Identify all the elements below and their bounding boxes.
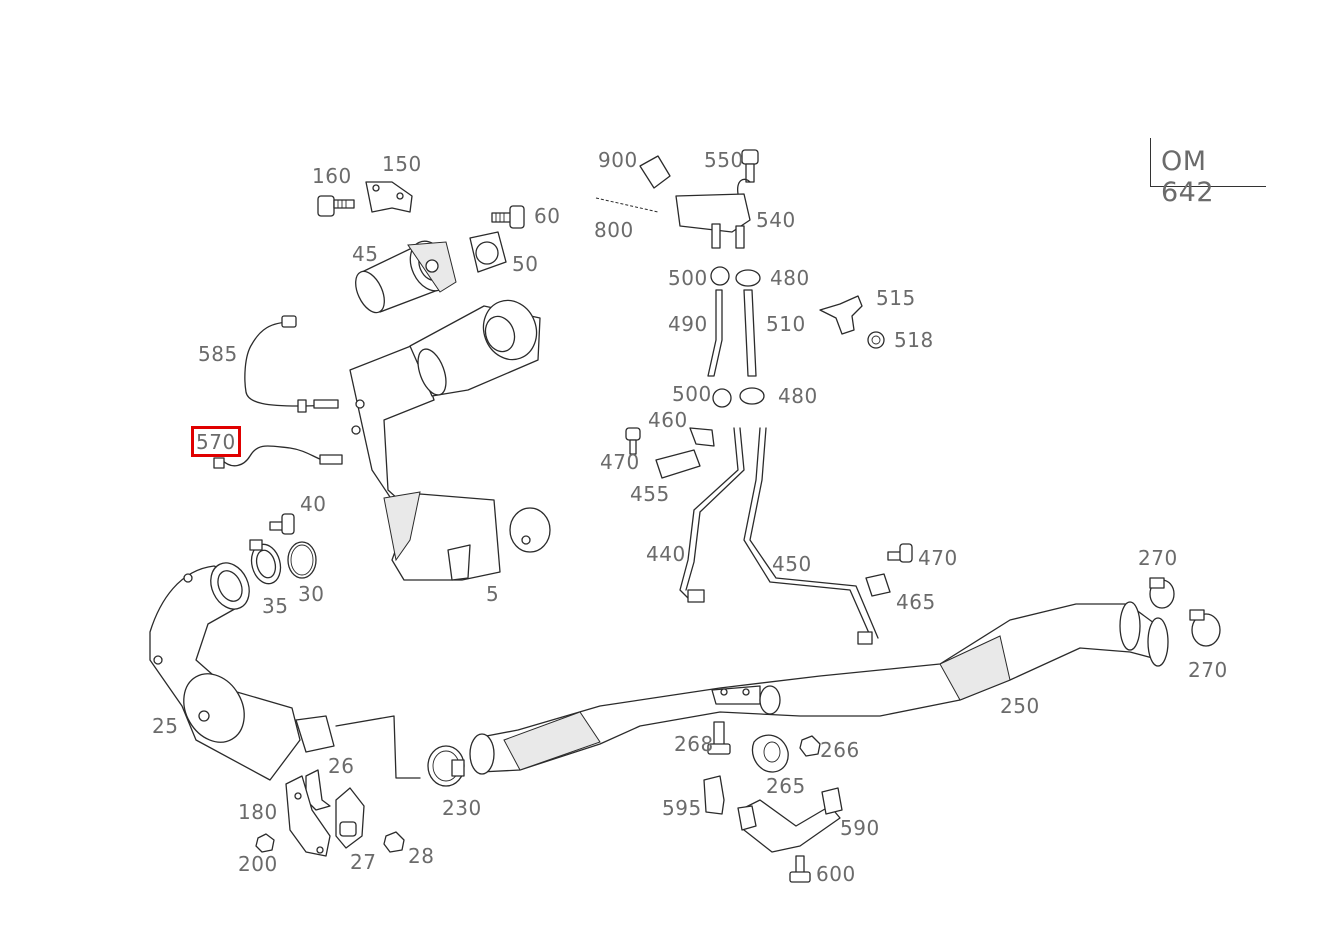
part-label-510[interactable]: 510 [766,312,806,336]
part-515-bracket [819,295,863,335]
part-470-bolt-right [887,543,913,563]
part-label-30[interactable]: 30 [298,582,325,606]
part-500-clamp-upper [710,266,730,286]
part-label-230[interactable]: 230 [442,796,482,820]
part-270-clamp-lower [1189,609,1221,647]
part-265-rubber-mount [751,734,789,773]
part-50-gasket [469,231,507,273]
part-label-5[interactable]: 5 [486,582,500,606]
part-35-clamp [249,539,282,585]
part-label-600[interactable]: 600 [816,862,856,886]
part-label-265[interactable]: 265 [766,774,806,798]
part-label-540[interactable]: 540 [756,208,796,232]
part-label-480-lower[interactable]: 480 [778,384,818,408]
part-label-455[interactable]: 455 [630,482,670,506]
part-label-26[interactable]: 26 [328,754,355,778]
part-label-518[interactable]: 518 [894,328,934,352]
part-label-40[interactable]: 40 [300,492,327,516]
highlight-box-570 [191,426,241,457]
part-25-catalytic-converter [149,562,335,781]
part-label-50[interactable]: 50 [512,252,539,276]
part-label-440[interactable]: 440 [646,542,686,566]
part-label-800[interactable]: 800 [594,218,634,242]
part-30-seal-ring [287,541,317,579]
part-label-490[interactable]: 490 [668,312,708,336]
part-500-clamp-lower [712,388,732,408]
part-label-270-upper[interactable]: 270 [1138,546,1178,570]
part-270-clamp-upper [1149,577,1175,609]
part-label-28[interactable]: 28 [408,844,435,868]
part-60-bolt [491,205,525,229]
part-label-590[interactable]: 590 [840,816,880,840]
part-266-nut [799,735,821,757]
part-label-900[interactable]: 900 [598,148,638,172]
part-label-200[interactable]: 200 [238,852,278,876]
part-28-nut [383,831,405,853]
part-label-27[interactable]: 27 [350,850,377,874]
part-label-180[interactable]: 180 [238,800,278,824]
part-440-pipe [679,427,745,603]
part-label-268[interactable]: 268 [674,732,714,756]
part-480-clamp-lower [739,387,765,405]
part-label-266[interactable]: 266 [820,738,860,762]
part-label-500-upper[interactable]: 500 [668,266,708,290]
part-label-465[interactable]: 465 [896,590,936,614]
part-5-particulate-filter [349,299,551,581]
part-label-150[interactable]: 150 [382,152,422,176]
part-label-470-right[interactable]: 470 [918,546,958,570]
part-label-460[interactable]: 460 [648,408,688,432]
part-465-plate [865,573,891,597]
part-600-bolt [789,855,811,883]
part-180-bracket [285,775,331,857]
part-450-pipe [743,427,879,645]
part-230-clamp [427,745,465,787]
part-595-clip [703,775,725,815]
part-27-bracket [335,787,365,849]
part-40-bolt [269,513,295,535]
part-label-500-lower[interactable]: 500 [672,382,712,406]
part-470-bolt-left [625,427,641,455]
part-585-sensor-cable [244,315,339,413]
part-label-515[interactable]: 515 [876,286,916,310]
engine-code-label: OM 642 [1161,146,1215,208]
part-label-585[interactable]: 585 [198,342,238,366]
part-510-hose [743,289,757,377]
part-518-nut [867,331,885,349]
part-label-480-upper[interactable]: 480 [770,266,810,290]
part-900-cap [639,155,671,189]
part-45-catalytic-converter [355,240,457,314]
engine-code-box: OM 642 [1150,138,1266,208]
part-590-hanger-bracket [737,787,843,853]
part-label-450[interactable]: 450 [772,552,812,576]
part-label-250[interactable]: 250 [1000,694,1040,718]
part-label-60[interactable]: 60 [534,204,561,228]
part-150-bracket [365,181,413,213]
part-label-35[interactable]: 35 [262,594,289,618]
part-160-bolt [317,195,355,217]
part-label-160[interactable]: 160 [312,164,352,188]
part-800-cable [595,197,659,213]
part-460-bracket [689,427,715,447]
part-label-470-left[interactable]: 470 [600,450,640,474]
part-label-25[interactable]: 25 [152,714,179,738]
part-550-bolt [741,149,759,183]
part-250-exhaust-pipe [469,601,1169,775]
part-label-570[interactable]: 570 [196,430,236,454]
part-label-550[interactable]: 550 [704,148,744,172]
part-540-pressure-sensor [675,178,751,249]
part-455-bracket [655,449,701,479]
part-label-45[interactable]: 45 [352,242,379,266]
part-label-270-lower[interactable]: 270 [1188,658,1228,682]
part-480-clamp-upper [735,269,761,287]
part-490-hose [707,289,723,377]
part-200-nut [255,833,275,853]
part-570-sensor-cable [213,445,343,469]
part-268-bolt [707,721,731,755]
part-label-595[interactable]: 595 [662,796,702,820]
